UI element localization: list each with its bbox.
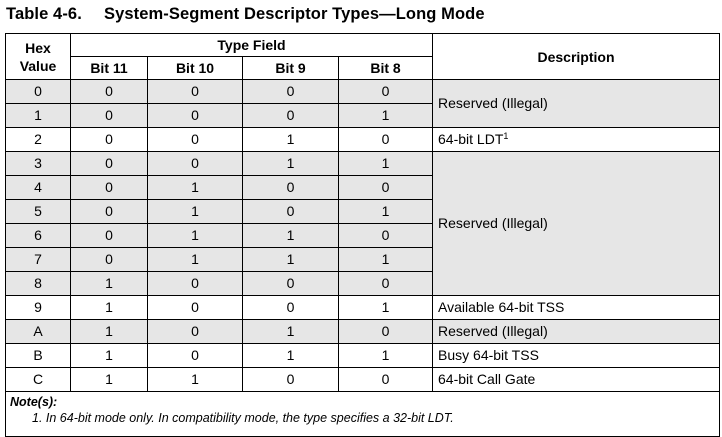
- bit10-cell: 1: [147, 175, 243, 200]
- bit9-cell: 1: [242, 223, 339, 248]
- header-row-2: Bit 11 Bit 10 Bit 9 Bit 8: [6, 56, 720, 80]
- bit10-cell: 0: [147, 343, 243, 368]
- hex-cell: 8: [5, 271, 71, 296]
- header-row-1: Hex Value Type Field Description: [5, 33, 721, 80]
- bit11-cell: 0: [70, 247, 148, 272]
- hex-cell: 3: [5, 151, 71, 176]
- bit8-cell: 1: [337, 247, 434, 272]
- bit10-header: Bit 10: [147, 56, 243, 80]
- bit11-cell: 1: [70, 295, 148, 320]
- hex-cell: 9: [5, 295, 71, 320]
- bit10-cell: 1: [147, 223, 243, 248]
- hex-value-header: Hex Value: [5, 33, 71, 80]
- notes-row: Note(s): 1. In 64-bit mode only. In comp…: [4, 391, 721, 437]
- footnote-marker: 1: [503, 131, 509, 141]
- description-cell: 64-bit Call Gate: [432, 367, 721, 392]
- description-cell: Reserved (Illegal): [432, 79, 721, 128]
- bit10-cell: 0: [147, 319, 243, 344]
- bit11-cell: 0: [70, 175, 148, 200]
- table-caption: System-Segment Descriptor Types—Long Mod…: [104, 5, 485, 23]
- hex-cell: 1: [5, 103, 71, 128]
- bit9-cell: 1: [242, 127, 339, 152]
- hex-cell: 4: [5, 175, 71, 200]
- bit8-cell: 1: [337, 151, 434, 176]
- bit11-cell: 0: [70, 223, 148, 248]
- hex-cell: A: [5, 319, 71, 344]
- bit9-cell: 0: [242, 295, 339, 320]
- bit9-cell: 0: [242, 199, 339, 224]
- hex-cell: 0: [5, 79, 71, 104]
- hex-cell: 6: [5, 223, 71, 248]
- bit9-cell: 0: [242, 271, 339, 296]
- bit9-cell: 0: [242, 367, 339, 392]
- hex-cell: 2: [5, 127, 71, 152]
- bit11-cell: 0: [70, 127, 148, 152]
- description-header: Description: [432, 33, 721, 80]
- hex-cell: 7: [5, 247, 71, 272]
- bit11-cell: 1: [70, 343, 148, 368]
- table-row: 0 0 0 0 0 Reserved (Illegal): [5, 79, 721, 128]
- descriptor-types-table: Hex Value Type Field Description Bit 11 …: [4, 33, 721, 437]
- bit11-cell: 0: [70, 103, 148, 128]
- bit9-cell: 1: [242, 247, 339, 272]
- table-row: 2 0 0 1 0 64-bit LDT1: [5, 127, 721, 152]
- description-cell: 64-bit LDT1: [432, 127, 721, 152]
- table-row: 6 0 1 1 0: [5, 223, 720, 248]
- bit8-cell: 1: [337, 295, 434, 320]
- bit8-cell: 1: [337, 103, 434, 128]
- bit8-cell: 0: [337, 367, 434, 392]
- bit8-cell: 0: [337, 223, 434, 248]
- bit10-cell: 0: [147, 79, 243, 104]
- hex-cell: 5: [5, 199, 71, 224]
- bit10-cell: 1: [147, 199, 243, 224]
- bit9-cell: 0: [242, 175, 339, 200]
- hex-cell: C: [5, 367, 71, 392]
- notes-cell: Note(s): 1. In 64-bit mode only. In comp…: [4, 391, 721, 437]
- bit9-cell: 1: [242, 319, 339, 344]
- bit11-cell: 1: [70, 367, 148, 392]
- bit11-cell: 1: [70, 271, 148, 296]
- bit9-cell: 0: [242, 79, 339, 104]
- bit8-cell: 0: [337, 79, 434, 104]
- bit11-cell: 0: [70, 151, 148, 176]
- bit10-cell: 0: [147, 127, 243, 152]
- table-number: Table 4-6.: [6, 5, 82, 23]
- bit10-cell: 0: [147, 103, 243, 128]
- description-cell: Reserved (Illegal): [432, 151, 721, 296]
- description-cell: Busy 64-bit TSS: [432, 343, 721, 368]
- bit11-cell: 0: [70, 79, 148, 104]
- bit11-cell: 0: [70, 199, 148, 224]
- bit10-cell: 1: [147, 247, 243, 272]
- bit9-header: Bit 9: [242, 56, 339, 80]
- bit8-cell: 1: [337, 343, 434, 368]
- bit8-cell: 0: [337, 319, 434, 344]
- type-field-header: Type Field: [69, 33, 434, 57]
- notes-heading: Note(s):: [10, 395, 58, 409]
- bit8-cell: 1: [337, 199, 434, 224]
- table-row: B 1 0 1 1 Busy 64-bit TSS: [5, 343, 721, 368]
- table-row: 3 0 0 1 1 Reserved (Illegal): [5, 151, 721, 296]
- bit9-cell: 1: [242, 151, 339, 176]
- bit10-cell: 0: [147, 295, 243, 320]
- table-row: A 1 0 1 0 Reserved (Illegal): [5, 319, 721, 344]
- bit10-cell: 0: [147, 151, 243, 176]
- table-row: 9 1 0 0 1 Available 64-bit TSS: [5, 295, 721, 320]
- bit10-cell: 0: [147, 271, 243, 296]
- description-cell: Available 64-bit TSS: [432, 295, 721, 320]
- hex-cell: B: [5, 343, 71, 368]
- table-row: C 1 1 0 0 64-bit Call Gate: [5, 367, 721, 392]
- note-item: 1. In 64-bit mode only. In compatibility…: [32, 411, 454, 425]
- bit9-cell: 1: [242, 343, 339, 368]
- bit9-cell: 0: [242, 103, 339, 128]
- table-title: Table 4-6. System-Segment Descriptor Type…: [6, 5, 485, 24]
- bit11-header: Bit 11: [70, 56, 148, 80]
- bit8-cell: 0: [337, 271, 434, 296]
- bit8-header: Bit 8: [337, 56, 434, 80]
- bit8-cell: 0: [337, 175, 434, 200]
- bit8-cell: 0: [337, 127, 434, 152]
- bit10-cell: 1: [147, 367, 243, 392]
- description-cell: Reserved (Illegal): [432, 319, 721, 344]
- bit11-cell: 1: [70, 319, 148, 344]
